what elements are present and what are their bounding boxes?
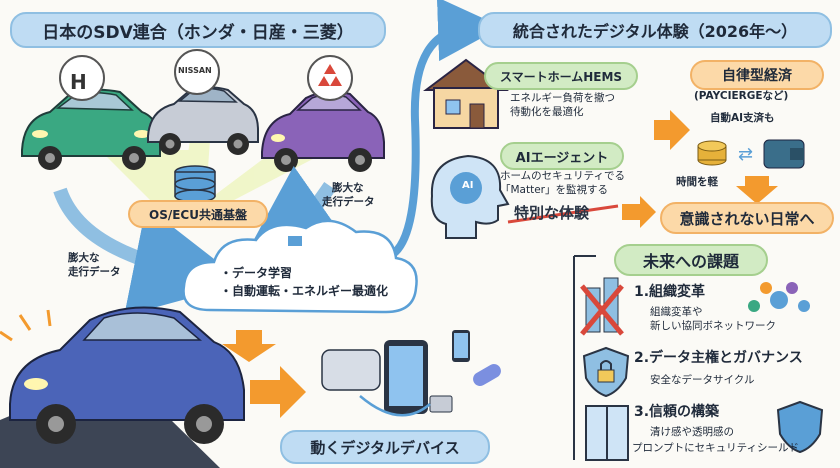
arrow-to-everyday-icon [622, 196, 656, 228]
data-flow-right-1: 膨大な [332, 182, 364, 194]
left-title: 日本のSDV連合（ホンダ・日産・三菱） [10, 12, 386, 48]
honda-logo-icon [59, 55, 105, 101]
everyday-label: 意識されない日常へ [660, 202, 834, 234]
smart-home-desc-1: エネルギー負荷を撤つ [510, 92, 615, 104]
challenge-1-desc-1: 組織変革や [650, 306, 703, 318]
challenge-2-desc-1: 安全なデータサイクル [650, 374, 755, 386]
ai-agent-desc-2: 「Matter」を監視する [500, 184, 609, 196]
challenges-bracket [573, 255, 596, 460]
nissan-car-icon [147, 86, 259, 155]
arrow-to-economy-icon [654, 110, 690, 150]
challenge-1-heading: 1.組織変革 [634, 284, 706, 300]
challenge-3-desc-2: プロンプトにセキュリティシールド [632, 442, 800, 454]
data-flow-left-2: 走行データ [68, 266, 121, 278]
ai-agent-label: AIエージェント [500, 142, 624, 170]
nissan-logo-icon [174, 49, 220, 95]
special-experience: 特別な体験 [514, 204, 590, 222]
devices-icon [321, 330, 501, 417]
cloud-icon [182, 219, 418, 314]
ai-agent-desc-1: ホームのセキュリティでる [500, 170, 626, 182]
strike-line [507, 204, 619, 224]
data-flow-arrow-left [53, 187, 245, 316]
data-flow-right-2: 走行データ [322, 196, 375, 208]
integration-arrow [387, 0, 502, 260]
challenge-1-desc-2: 新しい協同ボネットワーク [650, 320, 776, 332]
mitsubishi-logo-icon [307, 55, 353, 101]
arrow-down-everyday-icon [736, 176, 778, 204]
honda-car-icon [21, 88, 161, 170]
coins-icon [697, 140, 727, 166]
wallet-icon [763, 139, 805, 169]
window-icon [585, 405, 629, 461]
challenges-title: 未来への課題 [614, 244, 768, 276]
challenge-3-heading: 3.信頼の構築 [634, 404, 720, 420]
right-arrow-icon [250, 366, 306, 418]
down-arrow-icon [222, 330, 276, 362]
sync-icon: ⇄ [738, 144, 753, 165]
challenge-2-heading: 2.データ主権とガバナンス [634, 350, 803, 366]
security-shield-icon [776, 400, 824, 454]
ai-head-icon [430, 154, 510, 239]
bottom-car-icon [0, 306, 245, 468]
autonomous-economy-label: 自律型経済 [690, 60, 824, 90]
data-flow-left-1: 膨大な [68, 252, 100, 264]
shield-lock-icon [582, 346, 630, 398]
autonomous-economy-sub: (PAYCIERGEなど) [694, 90, 789, 102]
cloud-item-2: ・自動運転・エネルギー最適化 [220, 284, 389, 298]
nissan-logo-text: NISSAN [178, 66, 212, 75]
smart-home-label: スマートホームHEMS [484, 62, 638, 90]
cloud-item-1: ・データ学習 [220, 266, 293, 280]
mitsubishi-car-icon [261, 90, 385, 172]
time-note: 時間を軽 [676, 176, 718, 188]
bottom-label: 動くデジタルデバイス [280, 430, 490, 464]
honda-logo-text: H [70, 70, 87, 94]
ai-head-text: AI [462, 180, 474, 191]
platform-label: OS/ECU共通基盤 [128, 200, 268, 228]
challenge-3-desc-1: 清け感や透明感の [650, 426, 734, 438]
right-title: 統合されたデジタル体験（2026年〜） [478, 12, 832, 48]
database-icon [174, 165, 216, 203]
autonomous-economy-note: 自動AI支済も [710, 112, 775, 124]
smart-home-desc-2: 待動化を最適化 [510, 106, 584, 118]
crossed-building-icon [580, 277, 624, 336]
network-people-icon [748, 282, 810, 312]
